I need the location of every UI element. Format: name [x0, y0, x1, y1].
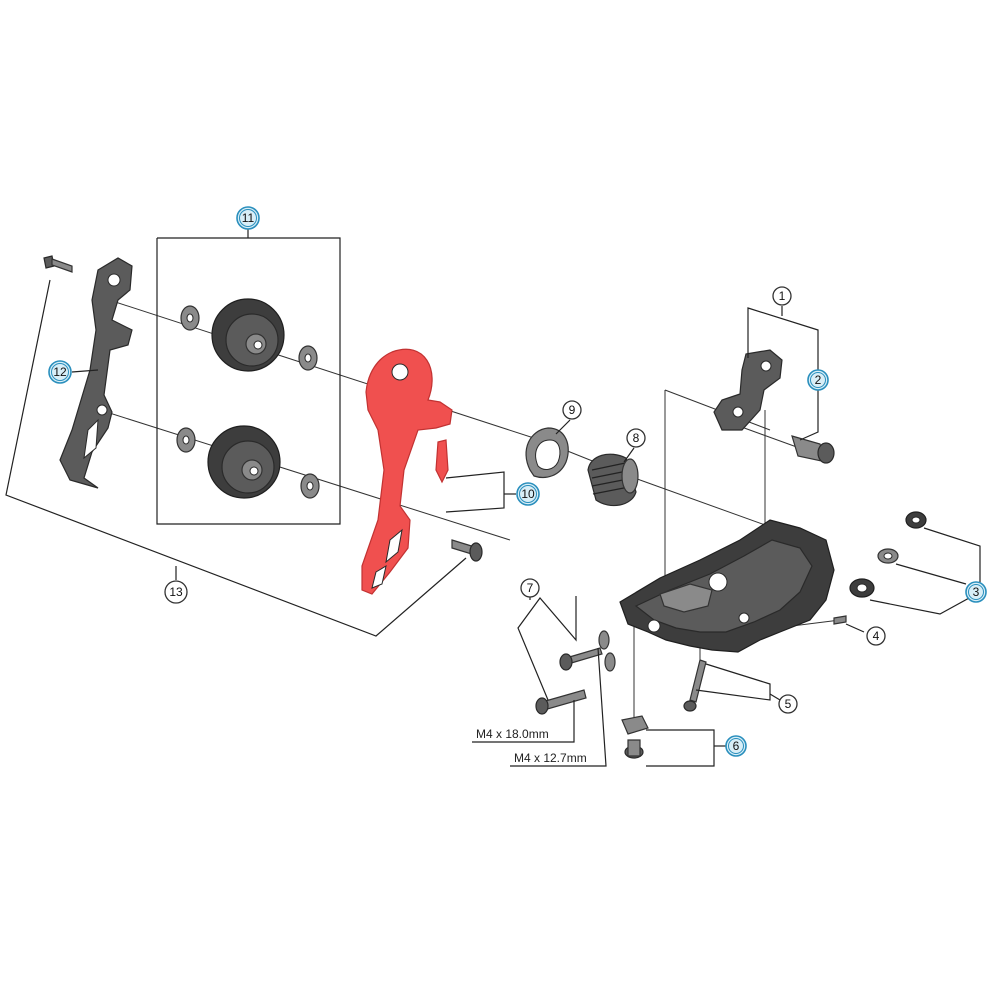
- bolt-short-dimension-label: M4 x 12.7mm: [514, 751, 587, 765]
- callout-6: 6: [725, 735, 747, 757]
- pivot-bolt-part: [451, 539, 483, 562]
- bolt-long-dimension-label: M4 x 18.0mm: [476, 727, 549, 741]
- nut-washer-stack: [849, 511, 927, 598]
- inner-plate-highlight-part: [361, 348, 453, 595]
- svg-text:1: 1: [779, 289, 786, 303]
- callout-4: 4: [866, 626, 886, 646]
- callout-9: 9: [562, 400, 582, 420]
- svg-text:3: 3: [973, 585, 980, 599]
- main-body-part: [619, 519, 835, 653]
- svg-text:8: 8: [633, 431, 640, 445]
- outer-plate-part: [43, 255, 133, 489]
- callout-3: 3: [965, 581, 987, 603]
- svg-text:9: 9: [569, 403, 576, 417]
- svg-text:13: 13: [169, 585, 183, 599]
- screw-part-5: [683, 659, 707, 712]
- callout-2: 2: [807, 369, 829, 391]
- callout-7: 7: [520, 578, 540, 598]
- callout-11: 11: [236, 206, 260, 230]
- leader-lines: [5, 228, 981, 767]
- callout-8: 8: [626, 428, 646, 448]
- alignment-lines: [99, 296, 841, 730]
- adjuster-bolt-part: [791, 435, 835, 464]
- lower-pulley-icon: [207, 425, 281, 499]
- bolt-set-7: [535, 630, 616, 715]
- svg-text:2: 2: [815, 373, 822, 387]
- svg-text:10: 10: [521, 487, 535, 501]
- upper-pulley-icon: [211, 298, 285, 372]
- svg-text:5: 5: [785, 697, 792, 711]
- callout-5: 5: [778, 694, 798, 714]
- bracket-assembly-part: [713, 349, 783, 431]
- small-pin-part: [833, 615, 847, 625]
- spring-clip-part: [525, 427, 569, 479]
- callout-13: 13: [164, 580, 188, 604]
- callout-1: 1: [772, 286, 792, 306]
- bolt-part-6: [621, 715, 649, 759]
- svg-text:4: 4: [873, 629, 880, 643]
- svg-text:6: 6: [733, 739, 740, 753]
- coil-spring-part: [587, 453, 639, 507]
- svg-text:11: 11: [242, 211, 255, 225]
- callout-10: 10: [516, 482, 540, 506]
- svg-text:7: 7: [527, 581, 534, 595]
- pulley-set: [176, 298, 320, 499]
- callout-12: 12: [48, 360, 72, 384]
- svg-text:12: 12: [53, 365, 67, 379]
